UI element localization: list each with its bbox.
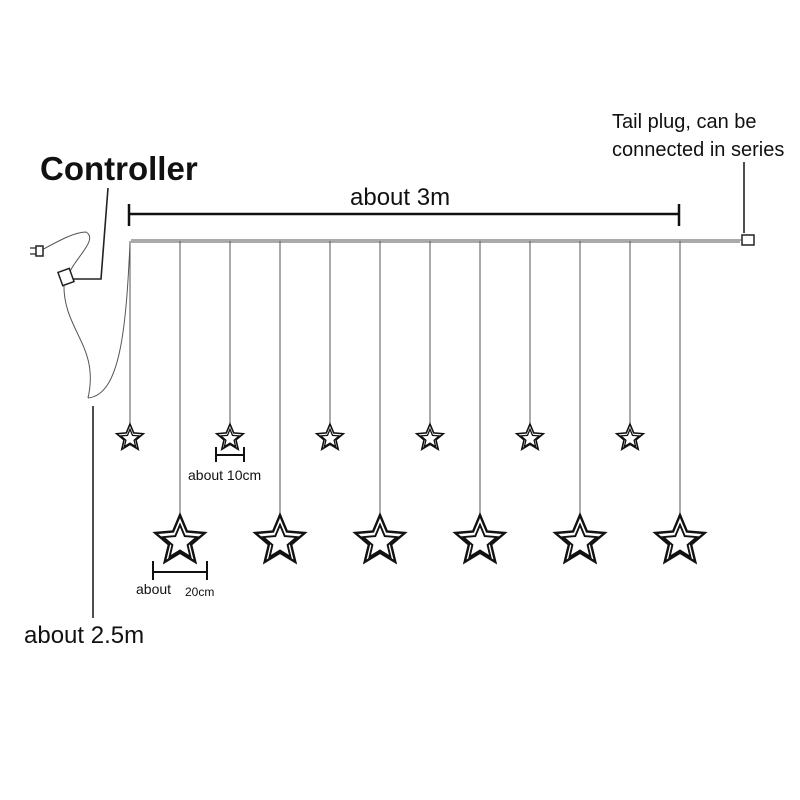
controller-box xyxy=(57,267,75,287)
star-strands xyxy=(114,241,708,565)
small-star xyxy=(114,421,146,451)
small-star-size-label: about 10cm xyxy=(188,467,261,483)
lead-length-label: about 2.5m xyxy=(24,622,144,649)
big-star xyxy=(652,511,708,565)
big-star xyxy=(352,511,408,565)
power-lead xyxy=(30,231,131,399)
main-length-dimension xyxy=(127,204,681,226)
big-star-size-label-word: about xyxy=(136,581,171,597)
small-star xyxy=(514,421,546,451)
main-length-label: about 3m xyxy=(350,184,450,211)
big-star-size-dimension xyxy=(152,561,208,580)
small-star xyxy=(214,421,246,451)
tail-plug-label-line1: Tail plug, can be xyxy=(612,111,757,133)
power-plug xyxy=(35,245,44,257)
tail-plug xyxy=(741,234,755,246)
big-star xyxy=(552,511,608,565)
big-star xyxy=(152,511,208,565)
small-star xyxy=(614,421,646,451)
big-star-size-label-value: 20cm xyxy=(185,585,214,599)
controller-label: Controller xyxy=(40,150,198,187)
big-star xyxy=(252,511,308,565)
controller-leader-line xyxy=(70,187,109,280)
big-star xyxy=(452,511,508,565)
small-star xyxy=(314,421,346,451)
main-wire xyxy=(131,239,742,243)
tail-plug-label-line2: connected in series xyxy=(612,139,784,161)
small-star-size-dimension xyxy=(215,447,245,462)
small-star xyxy=(414,421,446,451)
